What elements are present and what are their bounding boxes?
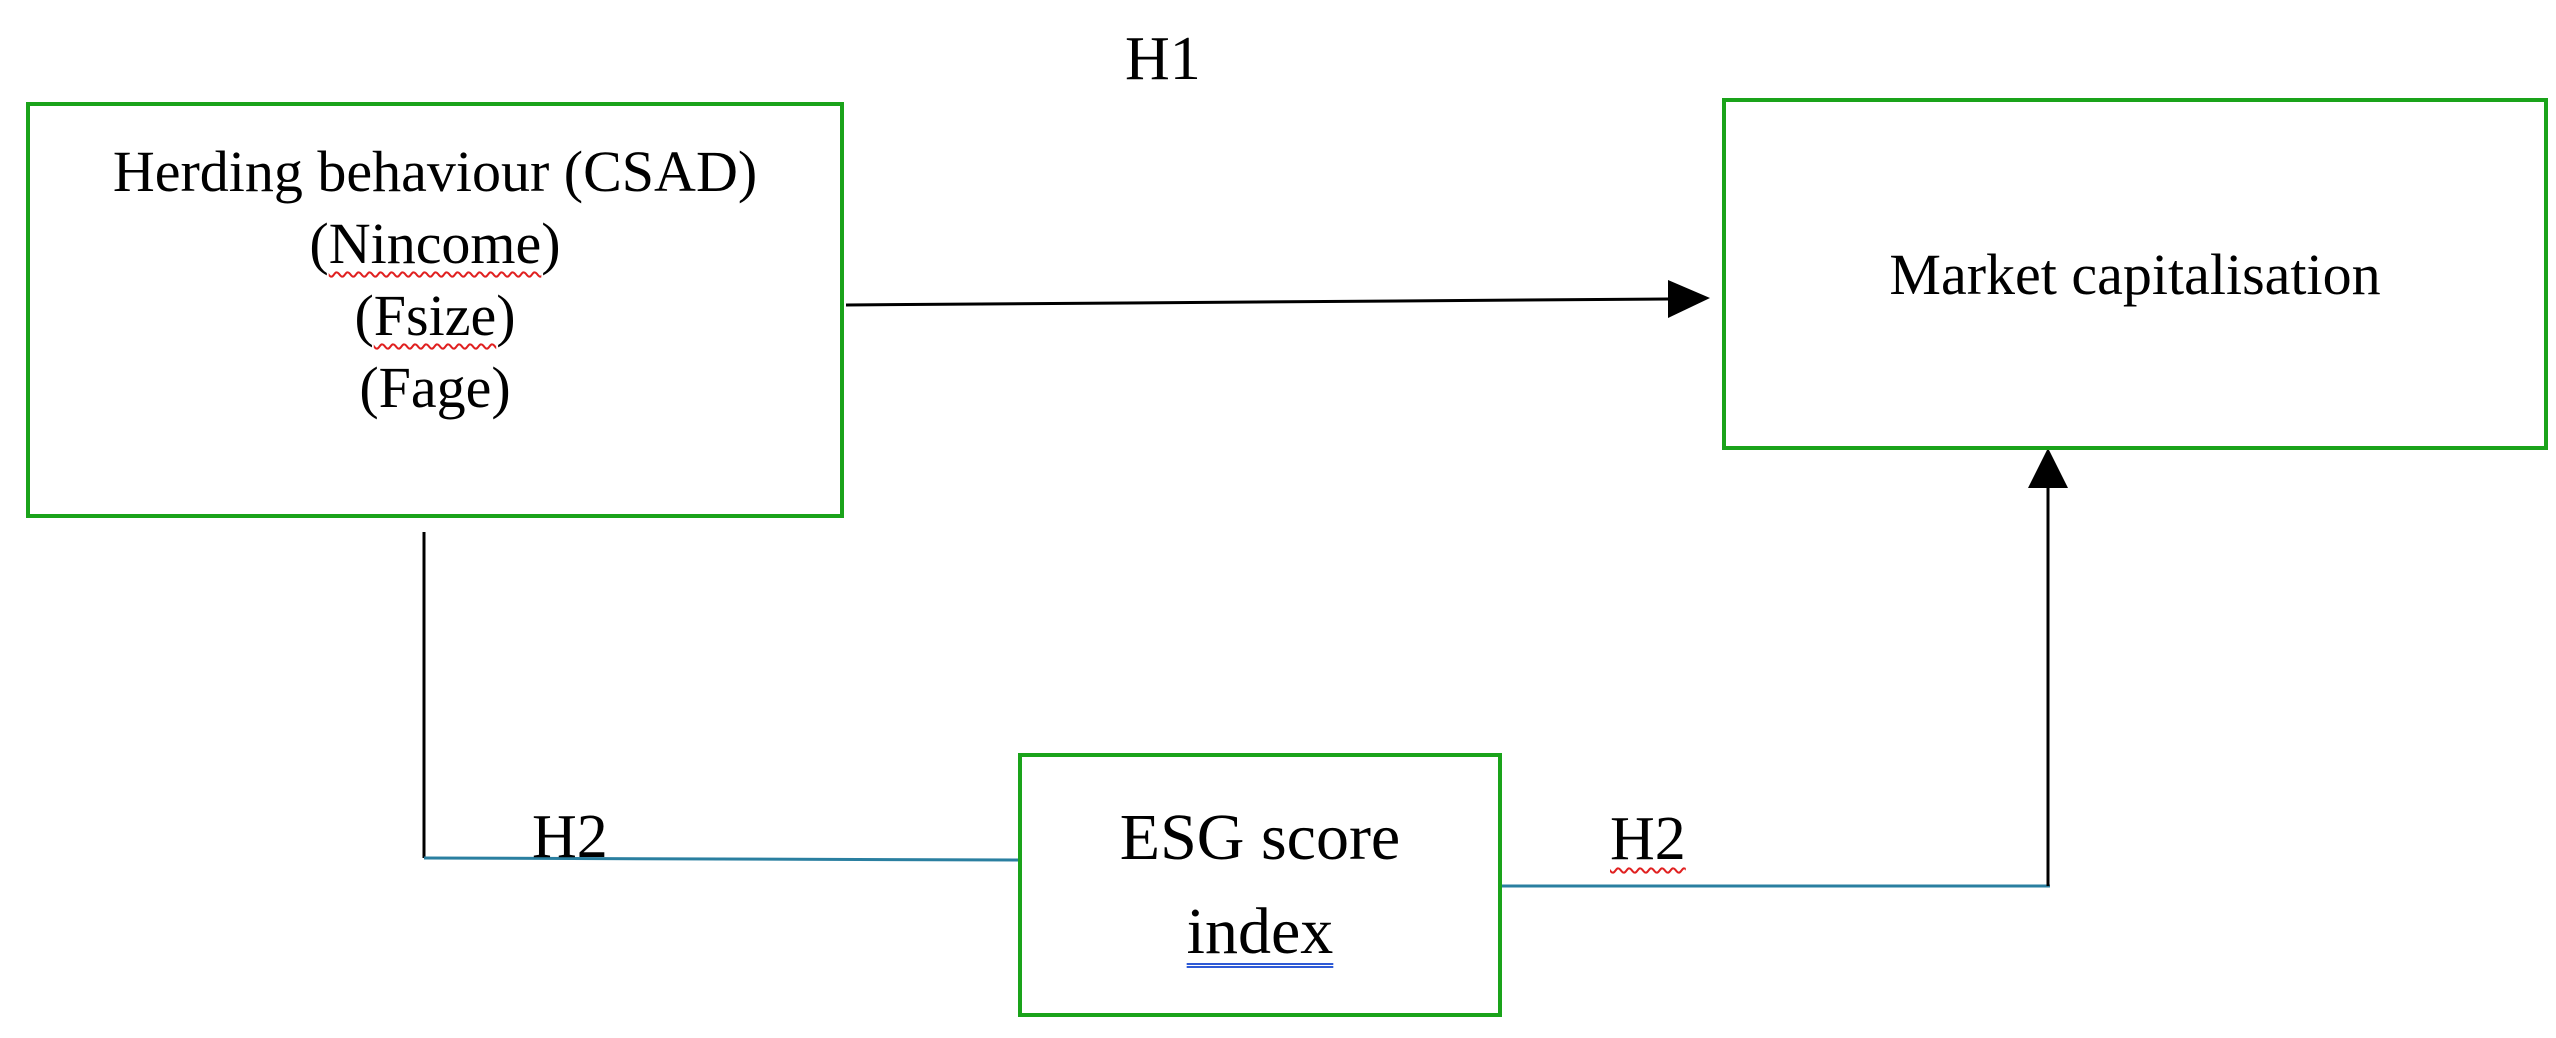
- fsize-text: Fsize: [373, 283, 497, 348]
- market-capitalisation-box: Market capitalisation: [1722, 98, 2548, 450]
- esg-line2: index: [1187, 885, 1334, 979]
- herding-item-nincome: (Nincome): [309, 211, 561, 276]
- h2-left-horizontal-line: [423, 856, 1019, 862]
- index-text: index: [1186, 895, 1334, 968]
- nincome-text: Nincome: [328, 211, 542, 276]
- h2-right-label: H2: [1610, 805, 1686, 873]
- h1-label: H1: [1125, 25, 1201, 93]
- market-title: Market capitalisation: [1889, 241, 2381, 307]
- herding-item-fage: (Fage): [359, 355, 511, 420]
- h2-right-arrowhead: [2028, 448, 2068, 488]
- herding-behaviour-box: Herding behaviour (CSAD) (Nincome) (Fsiz…: [26, 102, 844, 518]
- h1-arrowhead: [1668, 280, 1710, 318]
- h1-arrow-line: [845, 297, 1669, 307]
- herding-title: Herding behaviour (CSAD): [112, 139, 758, 204]
- h2-left-label: H2: [532, 803, 608, 871]
- herding-item-fsize: (Fsize): [354, 283, 516, 348]
- esg-line1: ESG score: [1119, 801, 1401, 874]
- esg-score-index-box: ESG score index: [1018, 753, 1502, 1017]
